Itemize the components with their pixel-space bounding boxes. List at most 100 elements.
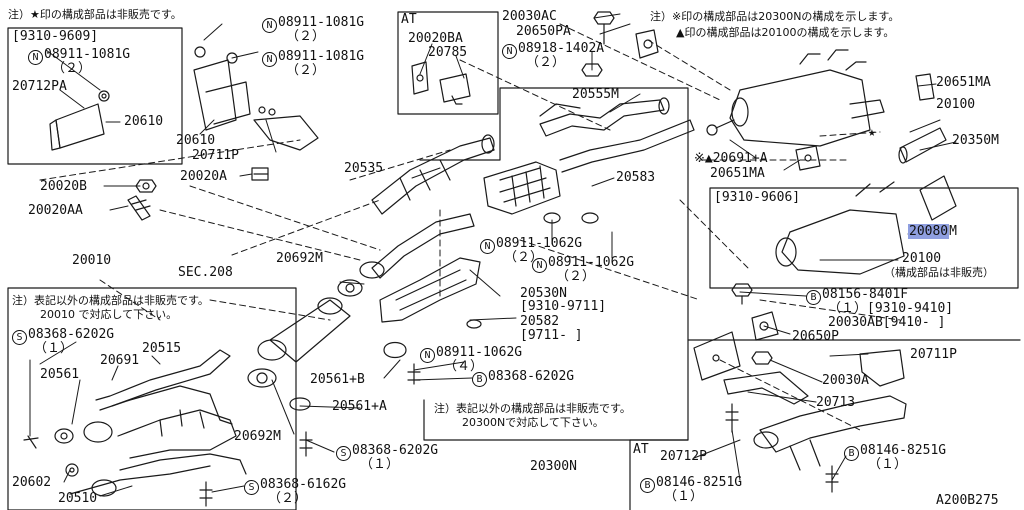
part-20602[interactable]: 20602 <box>12 475 52 490</box>
box-20300n <box>419 87 689 441</box>
part-qty-date: （１）[9310-9410] <box>828 301 954 316</box>
part-20561[interactable]: 20561 <box>40 367 80 382</box>
part-20555m[interactable]: 20555M <box>572 87 619 102</box>
part-20712p[interactable]: 20712P <box>660 449 707 464</box>
note-left-box-line1: 注）表記以外の構成部品は非販売です。 <box>12 294 209 307</box>
nut-20020b <box>135 179 157 193</box>
part-20582[interactable]: 20582 <box>520 314 560 329</box>
part-20535[interactable]: 20535 <box>344 161 384 176</box>
bracket-20711p-b <box>859 349 905 387</box>
part-20510[interactable]: 20510 <box>58 491 98 506</box>
converter-main <box>483 161 561 215</box>
part-20711p-b[interactable]: 20711P <box>910 347 957 362</box>
box-9310-9609 <box>7 27 183 165</box>
bolt-20020aa <box>127 195 151 221</box>
part-20020a[interactable]: 20020A <box>180 169 227 184</box>
bolt-08368-center <box>407 363 421 385</box>
converter-sec208 <box>257 297 351 363</box>
note-center-box-line2: 20300Nで対応して下さい。 <box>462 416 604 429</box>
part-qty: （１） <box>34 341 74 356</box>
hanger-20651ma-b <box>795 145 821 171</box>
rubber-20785 <box>439 73 471 105</box>
bolt-20020a <box>251 167 269 181</box>
part-20713[interactable]: 20713 <box>816 395 856 410</box>
part-20030ab[interactable]: 20030AB[9410- ] <box>828 315 946 330</box>
star-mark: ★ <box>868 125 876 140</box>
part-20610-b[interactable]: 20610 <box>176 133 216 148</box>
part-20785[interactable]: 20785 <box>428 45 468 60</box>
note-20300n-components: 注）※印の構成部品は20300Nの構成を示します。 <box>650 10 900 23</box>
part-20691[interactable]: 20691 <box>100 353 140 368</box>
clamp-20561a <box>289 397 311 411</box>
hanger-20651ma-a <box>915 73 935 101</box>
part-20650pa[interactable]: 20650PA <box>516 24 571 39</box>
heat-shield-20530n <box>379 257 481 323</box>
part-20100-b[interactable]: 20100 <box>902 251 942 266</box>
bolt-08146-b <box>825 465 839 493</box>
part-20561b[interactable]: 20561+B <box>310 372 365 387</box>
note-star-not-sold: 注）★印の構成部品は非販売です。 <box>8 8 182 21</box>
part-20530n-date: [9310-9711] <box>520 299 607 314</box>
box-title-at-bottom: AT <box>633 442 649 457</box>
leader-lines <box>39 23 901 431</box>
nut-08918 <box>581 63 603 77</box>
note-center-box-line1: 注）表記以外の構成部品は非販売です。 <box>434 402 631 415</box>
bolt-08146-a <box>725 403 739 433</box>
box-title-at-top: AT <box>401 12 417 27</box>
part-20583[interactable]: 20583 <box>616 170 656 185</box>
part-20561a[interactable]: 20561+A <box>332 399 387 414</box>
pipe-lower-center <box>359 213 475 279</box>
part-20100-a[interactable]: 20100 <box>936 97 976 112</box>
part-20010[interactable]: 20010 <box>72 253 112 268</box>
part-20651ma-b[interactable]: 20651MA <box>710 166 765 181</box>
part-20300n[interactable]: 20300N <box>530 459 577 474</box>
clamp-20561b <box>383 341 407 359</box>
rear-pipe-at <box>753 395 907 471</box>
part-20692m-a[interactable]: 20692M <box>276 251 323 266</box>
note-left-box-line2: 20010 で対応して下さい。 <box>40 308 178 321</box>
ref-sec208[interactable]: SEC.208 <box>178 265 233 280</box>
part-20030ac[interactable]: 20030AC <box>502 9 557 24</box>
part-20691a[interactable]: ※▲20691+A <box>694 151 768 166</box>
part-20350m[interactable]: 20350M <box>952 133 999 148</box>
part-20030a[interactable]: 20030A <box>822 373 869 388</box>
part-20020b[interactable]: 20020B <box>40 179 87 194</box>
part-20582-date: [9711- ] <box>520 328 583 343</box>
part-20020ba[interactable]: 20020BA <box>408 31 463 46</box>
part-qty: （４） <box>444 359 484 374</box>
part-qty: （１） <box>664 489 704 504</box>
part-20515[interactable]: 20515 <box>142 341 182 356</box>
part-20711p-a[interactable]: 20711P <box>192 148 239 163</box>
nut-20602 <box>65 463 79 477</box>
part-20020aa[interactable]: 20020AA <box>28 203 83 218</box>
part-qty: （１） <box>360 457 400 472</box>
bolt-08368-6202g-c <box>299 431 313 457</box>
box-title-9310-9606: [9310-9606] <box>714 190 801 205</box>
muffler-20100 <box>706 49 885 147</box>
part-20080-selected[interactable]: 20080M <box>908 224 957 239</box>
part-20610-a[interactable]: 20610 <box>124 114 164 129</box>
part-20530n[interactable]: 20530N <box>520 286 567 301</box>
box-title-9310-9609: [9310-9609] <box>12 29 99 44</box>
bolt-20030ac <box>593 11 615 45</box>
part-20651ma-a[interactable]: 20651MA <box>936 75 991 90</box>
part-20650p[interactable]: 20650P <box>792 329 839 344</box>
box-9310-9606 <box>709 187 1019 289</box>
part-20692m-b[interactable]: 20692M <box>234 429 281 444</box>
part-20712pa[interactable]: 20712PA <box>12 79 67 94</box>
bolt-08368-6162g <box>199 481 213 507</box>
